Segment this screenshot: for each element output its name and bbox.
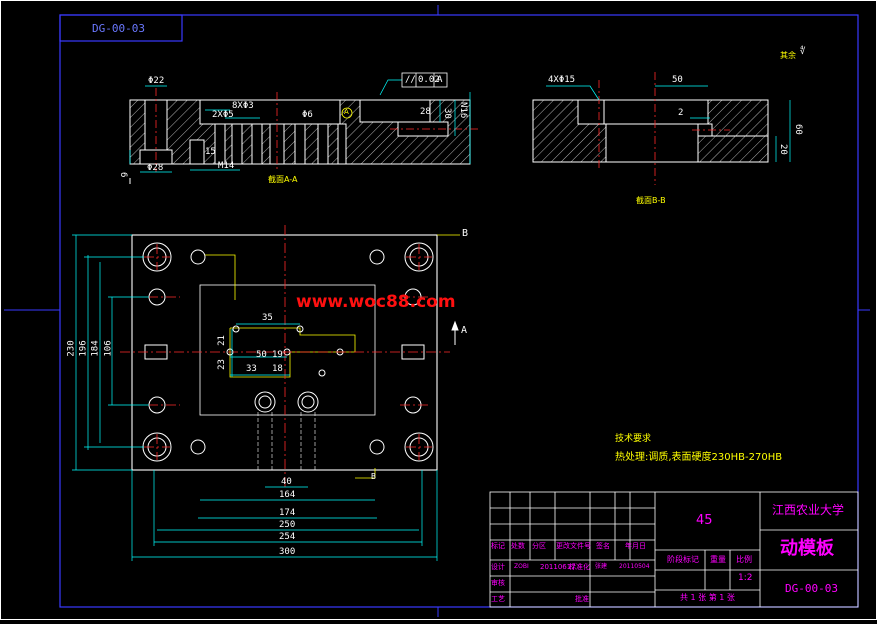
section-aa-view [129,72,478,184]
section-mark-a: A [344,108,349,116]
dim-plan-v1: 230 [66,340,77,357]
dim-aa-9: 30 [442,108,452,119]
process-label: 工艺 [491,595,505,603]
scale-label: 比例 [736,555,752,564]
designer: ZOBI [514,563,529,570]
dim-aa-6: M14 [218,161,235,171]
tolerance-datum: A [437,75,443,85]
watermark-text: www.woc88.com [296,292,456,312]
frame-centering-marks [4,5,870,617]
dim-plan-b4: 254 [279,532,296,542]
dim-plan-i5: 18 [272,364,283,374]
dim-plan-v5: 21 [216,335,227,346]
dim-bb-2: 50 [672,75,683,85]
dim-aa-2: 8XΦ3 [232,101,254,111]
row-label-5: 签名 [596,542,610,550]
review-label: 审核 [491,579,505,587]
view-arrow-a: A [461,325,468,336]
dim-bb-5: 20 [778,144,788,155]
part-name: 动模板 [780,538,834,559]
view-arrow-b: B [462,228,469,239]
dim-aa-7: N16 [458,102,468,119]
material-value: 45 [696,513,713,528]
dim-plan-i2: 50 [256,350,267,360]
school-name: 江西农业大学 [772,503,845,517]
scale-value: 1:2 [738,573,753,583]
stage-label: 阶段标记 [667,555,699,564]
dim-aa-1: Φ22 [148,76,165,86]
requirements-title: 技术要求 [615,434,652,444]
dim-aa-8: 28 [420,107,431,117]
requirements-line1: 热处理:调质,表面硬度230HB-270HB [615,452,783,463]
section-aa-title: 截面A-A [268,175,298,184]
weight-label: 重量 [710,555,726,564]
dim-aa-10: 15 [205,147,216,157]
dim-plan-b2: 174 [279,508,296,518]
title-block-grid [489,491,859,608]
inner-frame [59,14,859,608]
design-label: 设计 [491,563,505,571]
dim-plan-i3: 19 [272,350,283,360]
view-arrow-b-low: B [371,472,376,481]
dim-plan-v4: 106 [103,340,114,357]
dim-plan-v2: 196 [78,340,89,357]
dim-plan-v6: 23 [216,359,227,370]
dim-plan-b1: 164 [279,490,296,500]
row-label-2: 处数 [511,542,525,550]
dim-plan-b3: 250 [279,520,296,530]
dim-aa-4: Φ6 [302,110,313,120]
row-label-6: 年月日 [625,542,646,550]
tolerance-symbol: // [405,75,416,85]
dim-plan-i1: 35 [262,313,273,323]
row-label-4: 更改文件号 [556,542,591,550]
drawing-number: DG-00-03 [785,582,838,595]
section-bb-view [532,72,791,185]
roughness-symbol-icon: ∜ [800,47,806,57]
roughness-note: 其余 [780,51,796,60]
dim-plan-b5: 300 [279,547,296,557]
code-box [59,14,183,42]
std-label: 标准化 [569,563,590,571]
row-label-3: 分区 [532,542,546,550]
dim-plan-i4: 33 [246,364,257,374]
dim-bb-4: 60 [793,124,803,135]
tolerance-value: 0.02 [418,75,440,85]
drawing-code-top: DG-00-03 [92,22,145,35]
design-date: 20110617 [540,563,576,571]
section-bb-title: 截面B-B [636,196,666,205]
dim-aa-11: 6 [118,172,128,178]
dim-plan-v3: 184 [90,340,101,357]
dim-bb-1: 4XΦ15 [548,75,576,85]
plan-view [72,225,460,561]
dim-bb-3: 2 [678,108,684,118]
checker: 张建 [595,563,608,570]
row-label-1: 标记 [491,542,505,550]
dim-aa-5: Φ28 [147,163,164,173]
sheets-info: 共 1 张 第 1 张 [680,593,735,602]
dim-plan-i6: 40 [281,477,292,487]
check-date: 20110504 [619,563,650,570]
dim-aa-3: 2XΦ5 [212,110,234,120]
approve-label: 批准 [575,595,589,603]
